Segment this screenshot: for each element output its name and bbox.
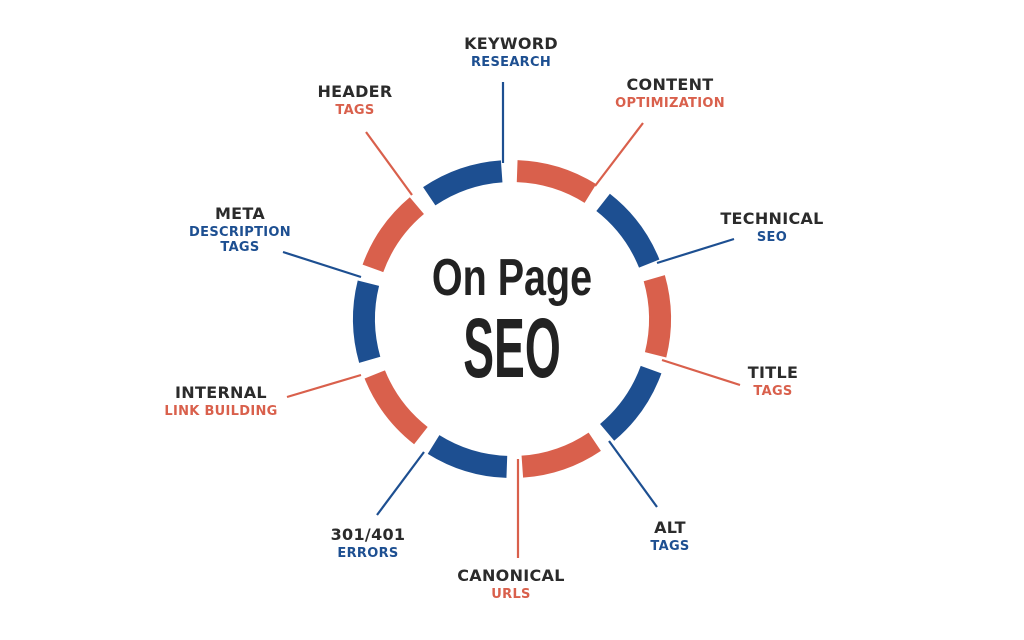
label-subtitle: TAGS xyxy=(335,103,375,118)
leader-internal xyxy=(286,373,362,399)
ring-segment xyxy=(364,370,428,445)
center-title-line2: SEO xyxy=(463,301,561,395)
label-subtitle: URLS xyxy=(491,587,531,602)
center-title-line1: On Page xyxy=(431,249,593,307)
ring-segment xyxy=(596,193,660,268)
label-301-401-errors: 301/401 ERRORS xyxy=(330,525,406,561)
ring-segment xyxy=(362,197,425,273)
ring-segment xyxy=(516,160,597,203)
leader-alt xyxy=(608,440,658,508)
label-title-tags: TITLE TAGS xyxy=(747,363,799,399)
ring-segment xyxy=(353,280,381,363)
label-title: TECHNICAL xyxy=(720,209,824,228)
label-subtitle: DESCRIPTION xyxy=(189,225,291,240)
label-subtitle: OPTIMIZATION xyxy=(615,96,725,111)
leader-title xyxy=(661,358,741,387)
leader-technical xyxy=(656,237,735,265)
label-internal-link-building: INTERNAL LINK BUILDING xyxy=(164,383,278,419)
leader-content xyxy=(594,122,644,187)
label-header-tags: HEADER TAGS xyxy=(317,82,393,118)
ring-segment xyxy=(521,432,601,478)
label-subtitle: SEO xyxy=(756,230,788,245)
label-subtitle: TAGS xyxy=(650,539,690,554)
leader-errors xyxy=(376,451,425,516)
ring-segment xyxy=(427,435,508,478)
label-title: TITLE xyxy=(747,363,799,382)
label-content-optimization: CONTENT OPTIMIZATION xyxy=(615,75,725,111)
label-title: KEYWORD xyxy=(464,34,558,53)
label-title: INTERNAL xyxy=(175,383,267,402)
label-canonical-urls: CANONICAL URLS xyxy=(457,566,565,602)
leader-meta xyxy=(282,250,362,279)
label-subtitle: TAGS xyxy=(753,384,793,399)
label-keyword-research: KEYWORD RESEARCH xyxy=(464,34,558,70)
label-alt-tags: ALT TAGS xyxy=(650,518,690,554)
ring-segment xyxy=(423,160,503,206)
ring-segment xyxy=(643,275,671,358)
label-subtitle: RESEARCH xyxy=(470,55,552,70)
label-subtitle-2: TAGS xyxy=(220,240,260,255)
label-subtitle: LINK BUILDING xyxy=(164,404,278,419)
label-meta-description-tags: META DESCRIPTION TAGS xyxy=(189,204,291,255)
label-technical-seo: TECHNICAL SEO xyxy=(720,209,824,245)
label-title: 301/401 xyxy=(330,525,406,544)
label-title: ALT xyxy=(654,518,686,537)
label-subtitle: ERRORS xyxy=(337,546,399,561)
label-title: CONTENT xyxy=(626,75,714,94)
label-title: META xyxy=(214,204,266,223)
label-title: CANONICAL xyxy=(457,566,565,585)
leader-header xyxy=(365,131,413,196)
ring-segment xyxy=(599,365,662,441)
label-title: HEADER xyxy=(317,82,393,101)
